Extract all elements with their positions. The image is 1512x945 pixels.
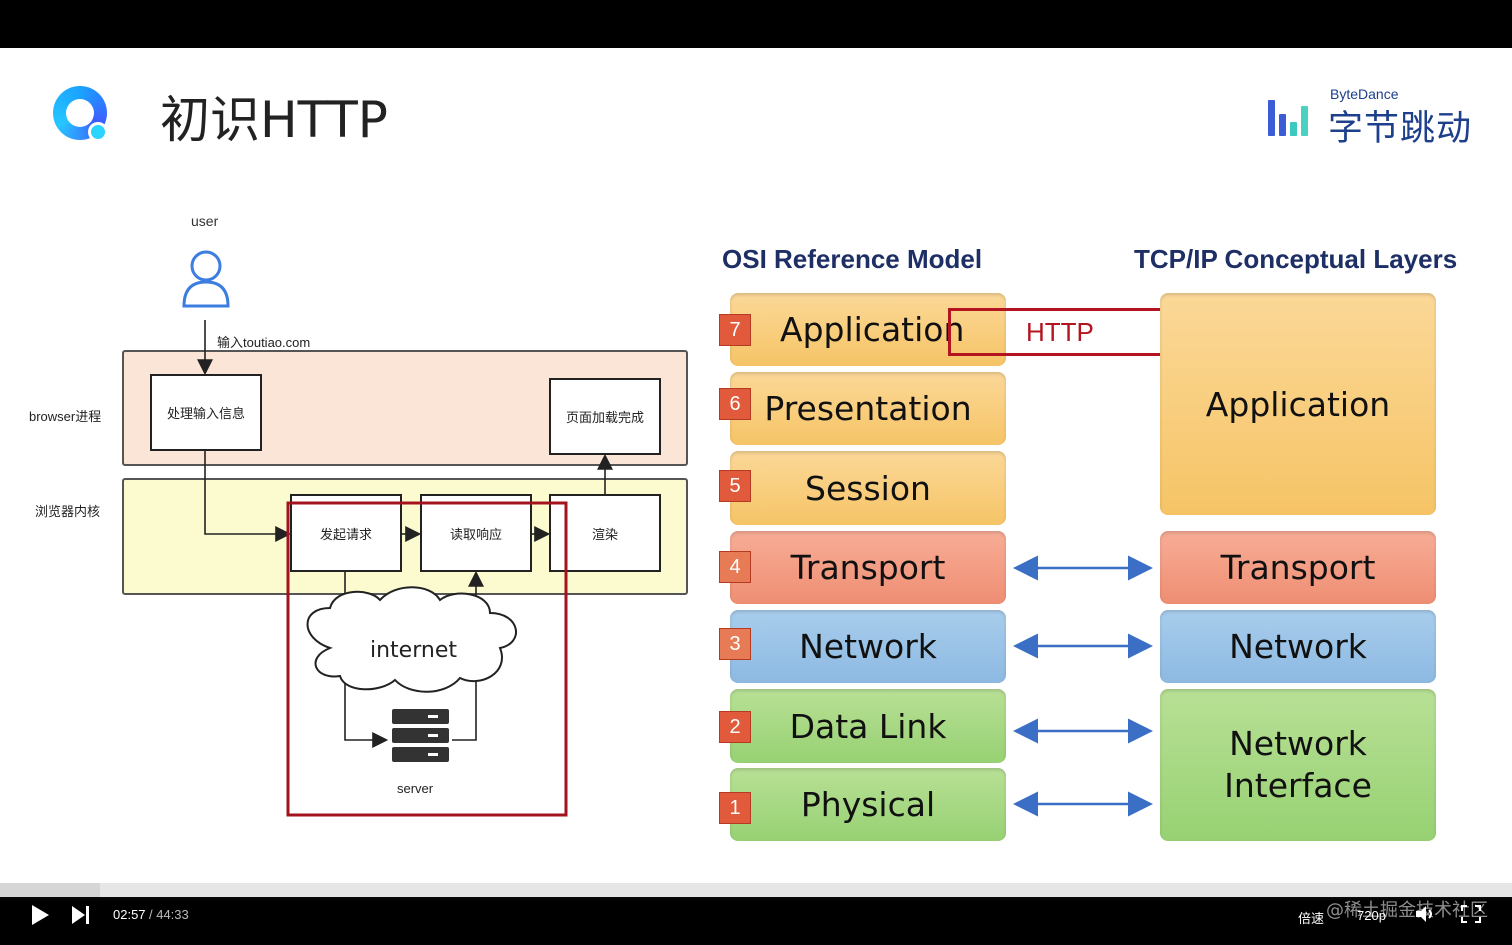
- osi-layer-transport: Transport: [730, 531, 1006, 604]
- watermark: @稀土掘金技术社区: [1326, 900, 1488, 921]
- fullscreen-icon[interactable]: [1460, 904, 1482, 924]
- layer-number-4: 4: [719, 551, 751, 583]
- play-icon[interactable]: [30, 904, 50, 926]
- server-icon: [392, 709, 449, 762]
- progress-bar[interactable]: [0, 883, 1512, 897]
- layer-mapping-arrows: [1013, 555, 1153, 817]
- osi-layer-session: Session: [730, 451, 1006, 525]
- progress-fill: [0, 883, 100, 897]
- speed-button[interactable]: 倍速: [1298, 911, 1325, 926]
- internet-label: internet: [370, 638, 457, 663]
- tcpip-transport: Transport: [1160, 531, 1436, 604]
- volume-icon[interactable]: [1414, 904, 1438, 924]
- osi-heading: OSI Reference Model: [722, 244, 983, 274]
- course-logo-icon: [53, 86, 107, 140]
- layer-number-6: 6: [719, 388, 751, 420]
- browser-kernel-label: 浏览器内核: [35, 504, 101, 519]
- user-icon: [182, 250, 230, 308]
- tcpip-heading: TCP/IP Conceptual Layers: [1134, 244, 1458, 274]
- total-time: / 44:33: [149, 907, 189, 922]
- brand-name-cn: 字节跳动: [1328, 109, 1473, 149]
- tcpip-interface-line1: Network: [1229, 724, 1367, 763]
- layer-number-7: 7: [719, 314, 751, 346]
- render-box: 渲染: [549, 494, 661, 572]
- layer-number-5: 5: [719, 470, 751, 502]
- browser-process-label: browser进程: [29, 409, 102, 424]
- top-black-bar: [0, 0, 1512, 48]
- tcpip-application: Application: [1160, 293, 1436, 515]
- layer-number-1: 1: [719, 792, 751, 824]
- course-logo-dot: [88, 122, 108, 142]
- tcpip-network-interface: Network Interface: [1160, 689, 1436, 841]
- bytedance-logo-icon: [1268, 98, 1318, 136]
- flow-connectors: [197, 320, 613, 817]
- osi-layer-presentation: Presentation: [730, 372, 1006, 445]
- server-label: server: [397, 781, 434, 796]
- quality-button[interactable]: 720p: [1357, 908, 1386, 923]
- layer-number-2: 2: [719, 711, 751, 743]
- slide: 初识HTTP ByteDance 字节跳动 user 输入toutiao.com…: [0, 48, 1512, 883]
- slide-title: 初识HTTP: [160, 91, 388, 149]
- osi-layer-network: Network: [730, 610, 1006, 683]
- page-loaded-box: 页面加载完成: [549, 378, 661, 455]
- tcpip-network: Network: [1160, 610, 1436, 683]
- handle-input-box: 处理输入信息: [150, 374, 262, 451]
- next-icon[interactable]: [70, 904, 92, 926]
- osi-layer-data-link: Data Link: [730, 689, 1006, 763]
- tcpip-interface-line2: Interface: [1224, 766, 1372, 805]
- user-label: user: [191, 213, 219, 229]
- osi-layer-physical: Physical: [730, 768, 1006, 841]
- input-url-label: 输入toutiao.com: [217, 335, 311, 350]
- http-highlight: HTTP: [948, 308, 1167, 356]
- current-time: 02:57: [113, 907, 146, 922]
- brand-name-en: ByteDance: [1330, 86, 1399, 102]
- layer-number-3: 3: [719, 628, 751, 660]
- send-request-box: 发起请求: [290, 494, 402, 572]
